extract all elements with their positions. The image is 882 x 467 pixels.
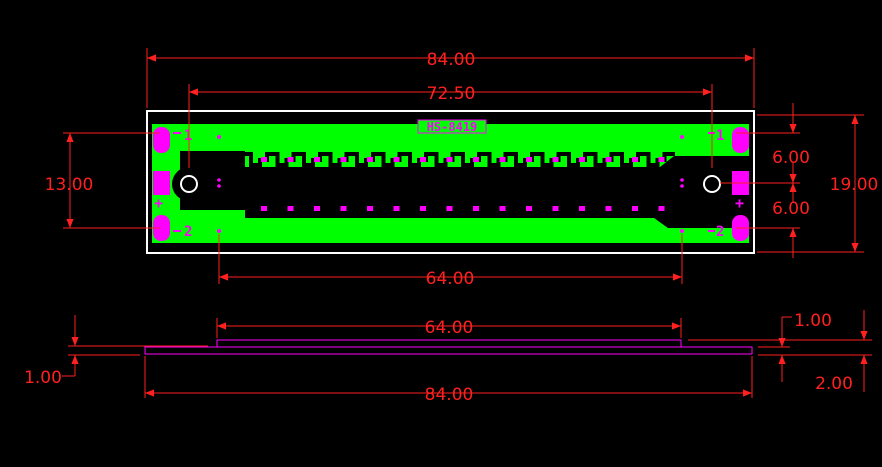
dim-lower-offset: 6.00 — [772, 199, 810, 219]
side-component-strip — [216, 339, 682, 348]
led-pad — [367, 206, 373, 211]
led-pad — [552, 206, 559, 211]
dim-side-right-top: 1.00 — [794, 311, 832, 331]
led-pad — [632, 157, 638, 162]
led-pad — [552, 157, 559, 162]
copper-area — [152, 124, 749, 243]
led-pad — [605, 206, 612, 211]
dim-upper-offset: 6.00 — [772, 148, 810, 168]
led-pad — [605, 157, 612, 162]
mounting-hole-icon — [172, 167, 206, 201]
led-pad — [261, 206, 267, 211]
pin-label-right-2: 2 — [716, 224, 724, 240]
dim-side-bottom-width: 84.00 — [425, 385, 474, 405]
led-pad — [367, 157, 373, 162]
led-pad — [420, 206, 426, 211]
led-pad — [393, 206, 400, 211]
dim-top-width: 84.00 — [427, 50, 476, 70]
led-pad — [261, 157, 267, 162]
pin-label-left-plus: + — [154, 194, 163, 212]
pin-label-right-plus: + — [735, 194, 744, 212]
dim-side-left-thickness: 1.00 — [24, 368, 62, 388]
dim-left-height: 13.00 — [45, 175, 94, 195]
board-top-view: 1 1 2 2 + + HS-8419 — [146, 110, 755, 254]
dim-pad-spacing: 64.00 — [426, 269, 475, 289]
led-pad — [579, 206, 585, 211]
led-pad — [446, 206, 453, 211]
dim-side-right-bottom: 2.00 — [815, 374, 853, 394]
board-label-box — [417, 119, 487, 134]
led-pad — [499, 157, 506, 162]
led-pad — [473, 157, 479, 162]
pad-left-1 — [153, 127, 170, 153]
led-pad — [632, 206, 638, 211]
led-pad — [340, 157, 347, 162]
led-pad — [314, 206, 320, 211]
board-outline — [146, 110, 755, 254]
led-pad — [420, 157, 426, 162]
side-pcb-profile — [144, 346, 753, 355]
board-side-view — [144, 339, 753, 355]
led-pad — [287, 206, 294, 211]
mounting-hole-icon — [695, 167, 729, 201]
led-pads — [261, 157, 665, 211]
led-pad — [526, 157, 532, 162]
dim-right-height: 19.00 — [830, 175, 879, 195]
pin-label-right-1: 1 — [716, 128, 724, 144]
led-pad — [499, 206, 506, 211]
led-pad — [314, 157, 320, 162]
led-pad — [473, 206, 479, 211]
pad-right-1 — [732, 127, 749, 153]
board-label: HS-8419 — [427, 120, 478, 134]
led-pad — [658, 206, 665, 211]
led-pad — [579, 157, 585, 162]
dimension-lines — [62, 48, 872, 398]
marker-dots — [217, 135, 684, 233]
pad-left-plus — [153, 171, 170, 195]
pad-left-2 — [153, 215, 170, 241]
pin-label-left-1: 1 — [184, 128, 192, 144]
led-pad — [393, 157, 400, 162]
pin-label-left-2: 2 — [184, 224, 192, 240]
led-pad — [526, 206, 532, 211]
led-pad — [446, 157, 453, 162]
led-pad — [340, 206, 347, 211]
led-pad — [287, 157, 294, 162]
led-pad — [658, 157, 665, 162]
dim-side-top-width: 64.00 — [425, 318, 474, 338]
dim-hole-spacing: 72.50 — [427, 84, 476, 104]
